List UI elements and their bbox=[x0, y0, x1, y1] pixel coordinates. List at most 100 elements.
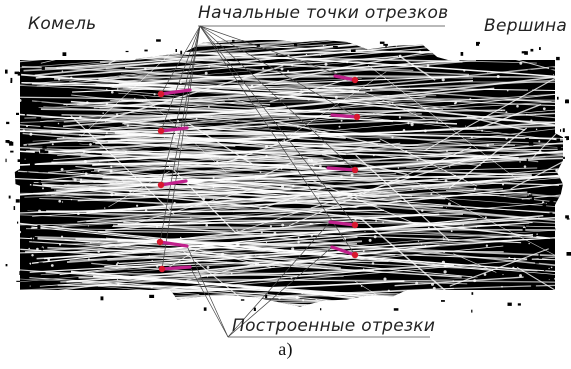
speckle bbox=[559, 63, 561, 65]
edge-fleck bbox=[34, 237, 37, 240]
speckle bbox=[538, 217, 539, 218]
edge-fleck bbox=[525, 225, 527, 227]
speckle bbox=[62, 70, 63, 71]
edge-fleck bbox=[518, 303, 521, 305]
speckle bbox=[164, 294, 166, 296]
speckle bbox=[506, 301, 507, 302]
speckle bbox=[486, 245, 488, 247]
speckle bbox=[465, 126, 466, 127]
start-point-9 bbox=[352, 222, 358, 228]
speckle bbox=[310, 159, 313, 162]
speckle bbox=[63, 136, 65, 138]
speckle bbox=[240, 155, 241, 156]
speckle bbox=[278, 297, 281, 300]
edge-fleck bbox=[556, 57, 560, 60]
speckle bbox=[59, 243, 61, 245]
speckle bbox=[205, 72, 208, 75]
edge-fleck bbox=[333, 46, 338, 47]
speckle bbox=[71, 199, 72, 200]
speckle bbox=[419, 51, 421, 53]
speckle bbox=[371, 204, 372, 205]
speckle bbox=[341, 120, 343, 122]
figure-caption: а) bbox=[0, 339, 571, 360]
speckle bbox=[407, 175, 410, 178]
speckle bbox=[38, 210, 41, 213]
segment-8 bbox=[328, 168, 355, 170]
speckle bbox=[126, 302, 128, 304]
speckle bbox=[445, 179, 448, 182]
edge-fleck bbox=[472, 292, 474, 295]
speckle bbox=[459, 294, 462, 297]
speckle bbox=[484, 273, 487, 276]
speckle bbox=[196, 118, 198, 120]
speckle bbox=[387, 95, 388, 96]
speckle bbox=[339, 126, 341, 128]
segment-5 bbox=[162, 267, 190, 269]
speckle bbox=[117, 284, 120, 287]
speckle bbox=[369, 239, 372, 242]
speckle bbox=[430, 193, 432, 195]
edge-fleck bbox=[16, 199, 20, 202]
speckle bbox=[110, 166, 112, 168]
edge-fleck bbox=[14, 206, 16, 210]
speckle bbox=[223, 145, 224, 146]
speckle bbox=[190, 217, 191, 218]
speckle bbox=[421, 209, 423, 211]
speckle bbox=[88, 225, 89, 226]
speckle bbox=[42, 187, 44, 189]
speckle bbox=[474, 188, 476, 190]
speckle bbox=[409, 88, 410, 89]
speckle bbox=[354, 219, 356, 221]
label-butt: Комель bbox=[28, 14, 96, 34]
edge-fleck bbox=[9, 142, 13, 146]
speckle bbox=[501, 110, 502, 111]
speckle bbox=[446, 302, 447, 303]
speckle bbox=[530, 119, 532, 121]
speckle bbox=[310, 253, 311, 254]
speckle bbox=[84, 160, 87, 163]
speckle bbox=[164, 137, 165, 138]
speckle bbox=[469, 98, 471, 100]
edge-fleck bbox=[508, 303, 512, 306]
speckle bbox=[396, 201, 398, 203]
speckle bbox=[281, 185, 284, 188]
speckle bbox=[117, 88, 118, 89]
speckle bbox=[89, 143, 92, 146]
speckle bbox=[214, 155, 216, 157]
speckle bbox=[116, 113, 119, 116]
speckle bbox=[247, 89, 248, 90]
edge-fleck bbox=[537, 60, 541, 64]
speckle bbox=[62, 201, 63, 202]
speckle bbox=[291, 64, 293, 66]
speckle bbox=[471, 307, 472, 308]
speckle bbox=[476, 226, 478, 228]
speckle bbox=[30, 286, 31, 287]
speckle bbox=[311, 192, 312, 193]
speckle bbox=[375, 220, 377, 222]
speckle bbox=[265, 155, 268, 158]
start-point-6 bbox=[352, 77, 358, 83]
speckle bbox=[74, 179, 77, 182]
edge-fleck bbox=[32, 238, 33, 242]
edge-fleck bbox=[40, 149, 45, 153]
speckle bbox=[427, 64, 430, 67]
speckle bbox=[26, 125, 28, 127]
speckle bbox=[363, 268, 365, 270]
speckle bbox=[156, 265, 158, 267]
speckle bbox=[102, 254, 103, 255]
speckle bbox=[504, 195, 505, 196]
speckle bbox=[236, 229, 237, 230]
edge-fleck bbox=[39, 262, 43, 264]
speckle bbox=[298, 237, 300, 239]
edge-fleck bbox=[527, 159, 529, 163]
edge-fleck bbox=[31, 184, 33, 186]
speckle bbox=[532, 56, 535, 59]
speckle bbox=[174, 302, 177, 305]
edge-fleck bbox=[550, 213, 553, 217]
edge-fleck bbox=[461, 52, 464, 56]
speckle bbox=[463, 69, 465, 71]
speckle bbox=[287, 70, 289, 72]
speckle bbox=[110, 169, 113, 172]
speckle bbox=[411, 123, 414, 126]
speckle bbox=[261, 231, 263, 233]
